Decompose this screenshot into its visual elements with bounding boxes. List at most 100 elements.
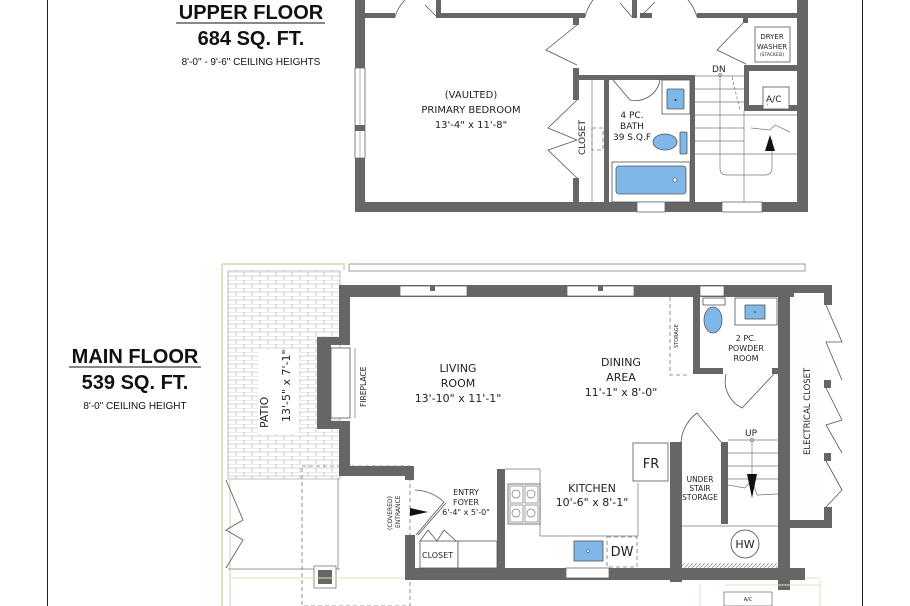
wall <box>824 285 832 305</box>
bath-label-2: BATH <box>620 122 644 132</box>
foyer-label-1: ENTRY <box>453 488 479 497</box>
living-room-dims: 13'-10" x 11'-1" <box>415 392 502 405</box>
wall <box>317 337 331 429</box>
powder-label-2: POWDER <box>728 344 764 353</box>
window <box>565 567 610 579</box>
wall <box>339 285 694 297</box>
closet-doors <box>547 99 578 179</box>
wall <box>632 0 637 18</box>
fridge <box>632 442 669 482</box>
closet-label: CLOSET <box>578 120 588 155</box>
water-heater-label: HW <box>735 538 754 551</box>
fridge-label: FR <box>643 457 660 472</box>
gate-doors <box>225 479 244 569</box>
door-swing <box>680 412 722 443</box>
wall <box>573 68 579 100</box>
ac-unit <box>723 591 773 606</box>
wall <box>339 421 350 476</box>
washer-label: WASHER <box>757 43 787 51</box>
dining-area-label-2: AREA <box>606 371 636 384</box>
patio-label: PATIO <box>258 396 271 428</box>
upper-floor-area: 684 SQ. FT. <box>198 28 305 50</box>
wall <box>824 507 832 527</box>
fireplace <box>330 347 351 419</box>
wall <box>436 0 441 18</box>
kitchen-dims: 10'-6" x 8'-1" <box>556 496 629 509</box>
wall <box>778 285 790 590</box>
wall <box>697 13 797 18</box>
wall <box>604 75 609 202</box>
wall <box>690 75 695 202</box>
staircase-upper <box>695 75 797 202</box>
main-floor-plan: PATIO 13'-5" x 7'-1" FIREPLACE <box>221 263 843 606</box>
wall <box>744 65 797 71</box>
wall <box>640 13 652 18</box>
wall <box>790 285 832 293</box>
living-room-label-1: LIVING <box>440 362 477 375</box>
wall <box>440 13 585 18</box>
ac-label: A/C <box>766 95 781 105</box>
wall <box>365 13 395 18</box>
snowflake-icon: * <box>766 104 769 110</box>
upper-floor-ceiling: 8'-0" - 9'-6" CEILING HEIGHTS <box>182 57 321 68</box>
wall <box>339 285 350 342</box>
door-swing <box>724 373 775 409</box>
main-floor-header: MAIN FLOOR 539 SQ. FT. 8'-0" CEILING HEI… <box>69 346 201 412</box>
foyer-closet-label: CLOSET <box>422 551 453 560</box>
closet-doors <box>419 529 457 542</box>
door-swing <box>394 0 438 18</box>
door-swing <box>716 19 747 65</box>
wall <box>573 178 579 202</box>
wall <box>693 368 723 374</box>
wall <box>744 71 749 111</box>
wall <box>693 297 700 373</box>
main-floor-title: MAIN FLOOR <box>72 346 199 368</box>
wall <box>355 202 808 212</box>
wall <box>790 520 832 528</box>
bedroom-name: PRIMARY BEDROOM <box>421 105 520 116</box>
ac-unit <box>762 86 790 110</box>
wall <box>405 535 415 580</box>
stair-up-label: UP <box>745 429 758 439</box>
closet <box>419 540 459 569</box>
wall <box>317 337 350 345</box>
window <box>721 201 763 213</box>
stair-down-label: DN <box>712 65 726 75</box>
understair-label-3: STORAGE <box>682 493 718 502</box>
window <box>699 285 725 297</box>
arrow-icon <box>410 508 428 516</box>
washer-dryer <box>754 26 791 63</box>
arrow-icon <box>747 474 757 498</box>
main-floor-area: 539 SQ. FT. <box>82 372 189 394</box>
upper-floor-plan: CLOSET 4 PC. BATH 39 S.Q.F DRYER WASHER … <box>354 0 808 213</box>
door-swing <box>584 0 698 18</box>
wall <box>405 466 414 480</box>
ac-label: A/C <box>744 597 753 603</box>
wall <box>609 75 695 80</box>
wall <box>497 469 505 569</box>
main-floor-ceiling: 8'-0" CEILING HEIGHT <box>83 401 186 412</box>
wall <box>772 368 778 374</box>
closet-doors <box>825 304 843 508</box>
electrical-closet-label: ELECTRICAL CLOSET <box>803 367 813 455</box>
patio-dims: 13'-5" x 7'-1" <box>280 349 293 422</box>
fireplace-label: FIREPLACE <box>359 366 368 407</box>
bath-label-3: 39 S.Q.F <box>613 133 651 143</box>
water-heater <box>730 529 760 559</box>
window <box>636 201 666 213</box>
dishwasher-label: DW <box>611 545 634 560</box>
dishwasher <box>606 536 638 568</box>
wall <box>317 421 350 429</box>
powder-label-3: ROOM <box>733 354 758 363</box>
powder-label-1: 2 PC. <box>736 334 757 343</box>
dining-area-dims: 11'-1" x 8'-0" <box>585 386 658 399</box>
bath-label-1: 4 PC. <box>620 111 643 121</box>
wall <box>721 442 728 524</box>
dining-area-label-1: DINING <box>601 356 641 369</box>
door-swing <box>545 24 578 66</box>
dryer-label: DRYER <box>760 33 784 41</box>
bedroom-dims: 13'-4" x 11'-8" <box>435 120 507 131</box>
arrow-icon <box>765 135 775 151</box>
kitchen-label: KITCHEN <box>568 482 616 495</box>
foyer-dims: 6'-4" x 5'-0" <box>442 508 490 517</box>
